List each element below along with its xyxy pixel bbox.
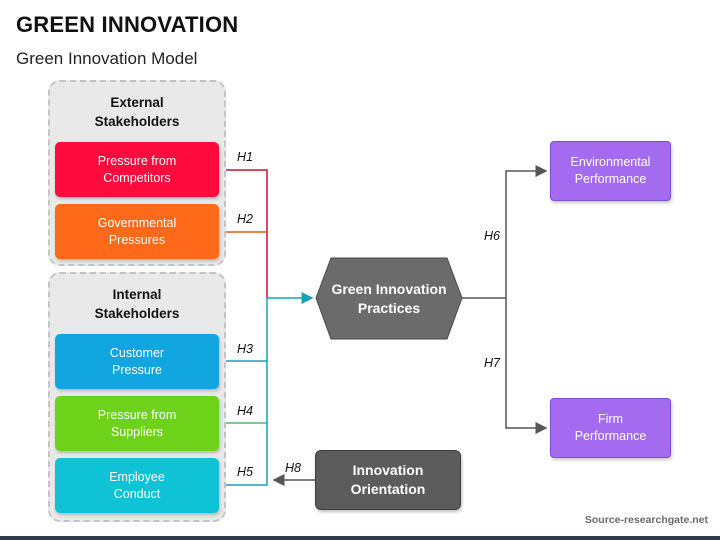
connector-h1 [219, 169, 268, 298]
firm-performance-box: Firm Performance [550, 398, 671, 458]
page-subtitle: Green Innovation Model [16, 49, 198, 68]
external-stakeholders-label: External Stakeholders [94, 95, 180, 129]
pressure-from-suppliers-box: Pressure from Suppliers [55, 396, 219, 451]
connector-h5 [219, 298, 268, 486]
governmental-pressures-box: Governmental Pressures [55, 204, 219, 259]
hypothesis-h6-label: H6 [484, 229, 500, 243]
hypothesis-h7-label: H7 [484, 356, 500, 370]
customer-pressure-box: Customer Pressure [55, 334, 219, 389]
center-hexagon [315, 257, 463, 340]
hypothesis-h8-label: H8 [285, 461, 301, 475]
page-title: GREEN INNOVATION [16, 12, 239, 37]
hypothesis-h3-label: H3 [237, 342, 253, 356]
internal-stakeholders-label: Internal Stakeholders [94, 287, 180, 321]
bottom-bar [0, 536, 720, 540]
innovation-orientation-box: Innovation Orientation [315, 450, 461, 510]
environmental-performance-box: Environmental Performance [550, 141, 671, 201]
connector-h6 [462, 165, 548, 299]
hypothesis-h2-label: H2 [237, 212, 253, 226]
employee-conduct-box: Employee Conduct [55, 458, 219, 513]
hypothesis-h5-label: H5 [237, 465, 253, 479]
source-credit: Source-researchgate.net [584, 514, 708, 526]
hypothesis-h1-label: H1 [237, 150, 253, 164]
connector-h7 [505, 298, 548, 434]
hypothesis-h4-label: H4 [237, 404, 253, 418]
green-innovation-practices-label: Green Innovation Practices [331, 281, 447, 316]
pressure-from-competitors-box: Pressure from Competitors [55, 142, 219, 197]
